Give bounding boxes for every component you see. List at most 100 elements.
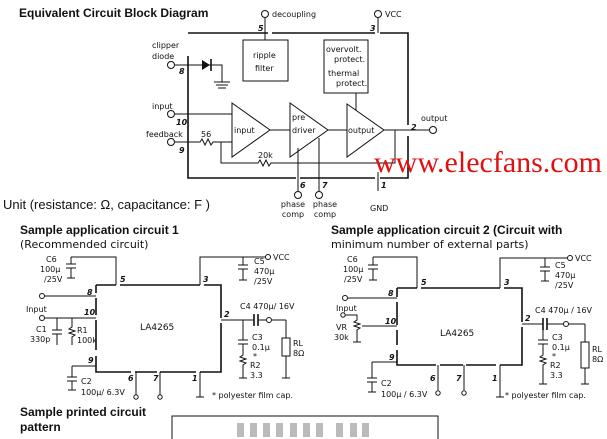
comp-label: comp (282, 210, 304, 219)
rl-label: RL (293, 339, 304, 348)
c6-rating: /25V (344, 275, 363, 284)
polyester-mark: * (253, 352, 257, 361)
r1-label: R1 (77, 326, 88, 335)
pin-number: 9 (389, 353, 395, 362)
input-amp-label: input (234, 126, 255, 135)
pcb-title-line2: pattern (20, 420, 61, 434)
pin-number: 3 (203, 275, 209, 284)
printed-circuit-pattern: Sample printed circuit pattern (20, 405, 439, 439)
decoupling-label: decoupling (272, 10, 316, 19)
load-resistor-rl (281, 337, 291, 357)
capacitor-c2 (367, 361, 397, 393)
r1-value: 100k (77, 336, 97, 345)
pin-terminal-feedback (167, 138, 175, 146)
capacitor-c2 (67, 365, 96, 391)
c4-label: C4 470µ/ 16V (240, 302, 295, 311)
c1-value: 330p (30, 335, 50, 344)
pin-number: 6 (430, 374, 436, 383)
ic-outline (396, 287, 523, 366)
output-amp-triangle (346, 103, 385, 158)
input-network (45, 317, 96, 345)
capacitor-c4 (253, 314, 259, 326)
input-label: input (152, 102, 173, 111)
c3-label: C3 (552, 333, 563, 342)
pin-number: 10 (176, 118, 188, 127)
pin-number: 1 (492, 374, 498, 383)
pin6-terminal (435, 390, 441, 396)
phase-label: phase (313, 200, 337, 209)
ripple-label: ripple (253, 51, 276, 60)
pin-terminal-phase-comp-1 (294, 191, 302, 199)
c3-value: 0.1µ (552, 343, 570, 352)
pin-number: 10 (385, 317, 397, 326)
circuit2-title-line2: minimum number of external parts) (331, 238, 529, 251)
polyester-mark: * (552, 352, 556, 361)
pin-number: 6 (300, 181, 306, 190)
protect-label: protect. (336, 79, 367, 88)
pin-number: 9 (88, 356, 94, 365)
r2-value: 3.3 (250, 371, 263, 380)
pin-number: 7 (456, 374, 462, 383)
ripple-filter-block (242, 39, 289, 82)
output-label: output (421, 114, 447, 123)
c5-rating: /25V (254, 277, 273, 286)
unit-note: Unit (resistance: Ω, capacitance: F ) (3, 197, 210, 212)
rl-value: 8Ω (592, 355, 603, 364)
filter-label: filter (255, 64, 274, 73)
ic-outline (187, 32, 409, 179)
c1-label: C1 (36, 325, 47, 334)
resistor-20k-label: 20k (258, 151, 273, 160)
pin6-terminal (133, 394, 139, 400)
pin-terminal-vcc (374, 10, 382, 18)
pcb-frame (171, 415, 439, 439)
pin-number: 10 (84, 308, 96, 317)
c5-rating: /25V (555, 281, 574, 290)
input-terminal (340, 312, 346, 318)
pin-number: 1 (192, 374, 198, 383)
pin-terminal-phase-comp-2 (315, 191, 323, 199)
vcc-label: VCC (273, 253, 290, 262)
vcc-label: VCC (385, 10, 402, 19)
vr-value: 30k (334, 333, 349, 342)
pin8-terminal (39, 293, 45, 299)
vcc-terminal (567, 255, 573, 261)
c6-rating: /25V (44, 275, 63, 284)
output-amp-label: output (348, 126, 374, 135)
c5-value: 470µ (254, 267, 274, 276)
comp-label: comp (314, 210, 336, 219)
pre-label: pre (292, 113, 305, 122)
c2-label: C2 (381, 379, 392, 388)
pin-number: 2 (224, 310, 230, 319)
ic-label: LA4265 (440, 329, 474, 339)
driver-label: driver (292, 126, 316, 135)
capacitor-c4 (542, 318, 548, 330)
wire (297, 138, 379, 191)
pcb-title: Sample printed circuit (20, 405, 146, 419)
pre-driver-triangle (289, 102, 329, 158)
circuit2-title: Sample application circuit 2 (Circuit wi… (331, 223, 562, 237)
r2-label: R2 (550, 361, 561, 370)
resistor-icon (175, 130, 396, 168)
pin-number: 7 (322, 181, 328, 190)
application-circuit-2: Sample application circuit 2 (Circuit wi… (331, 223, 603, 400)
phase-label: phase (281, 200, 305, 209)
c2-label: C2 (81, 377, 92, 386)
circuit1-subtitle: (Recommended circuit) (20, 238, 148, 251)
c2-value: 100µ / 6.3V (381, 390, 428, 399)
input-amp-triangle (231, 102, 271, 158)
pin-number: 5 (258, 24, 264, 33)
ic-label: LA4265 (140, 323, 174, 333)
diode-icon (202, 60, 210, 70)
circuit1-title: Sample application circuit 1 (20, 223, 179, 237)
resistor-56-label: 56 (201, 130, 211, 139)
volume-resistor-vr (345, 314, 397, 343)
pin-number: 5 (120, 275, 126, 284)
pin8-terminal (342, 295, 348, 301)
input-label: Input (26, 305, 47, 314)
pin-number: 8 (87, 288, 93, 297)
load-resistor-rl (580, 341, 590, 369)
c3-value: 0.1µ (252, 343, 270, 352)
pin-number: 2 (411, 123, 417, 132)
pin-number: 6 (128, 374, 134, 383)
